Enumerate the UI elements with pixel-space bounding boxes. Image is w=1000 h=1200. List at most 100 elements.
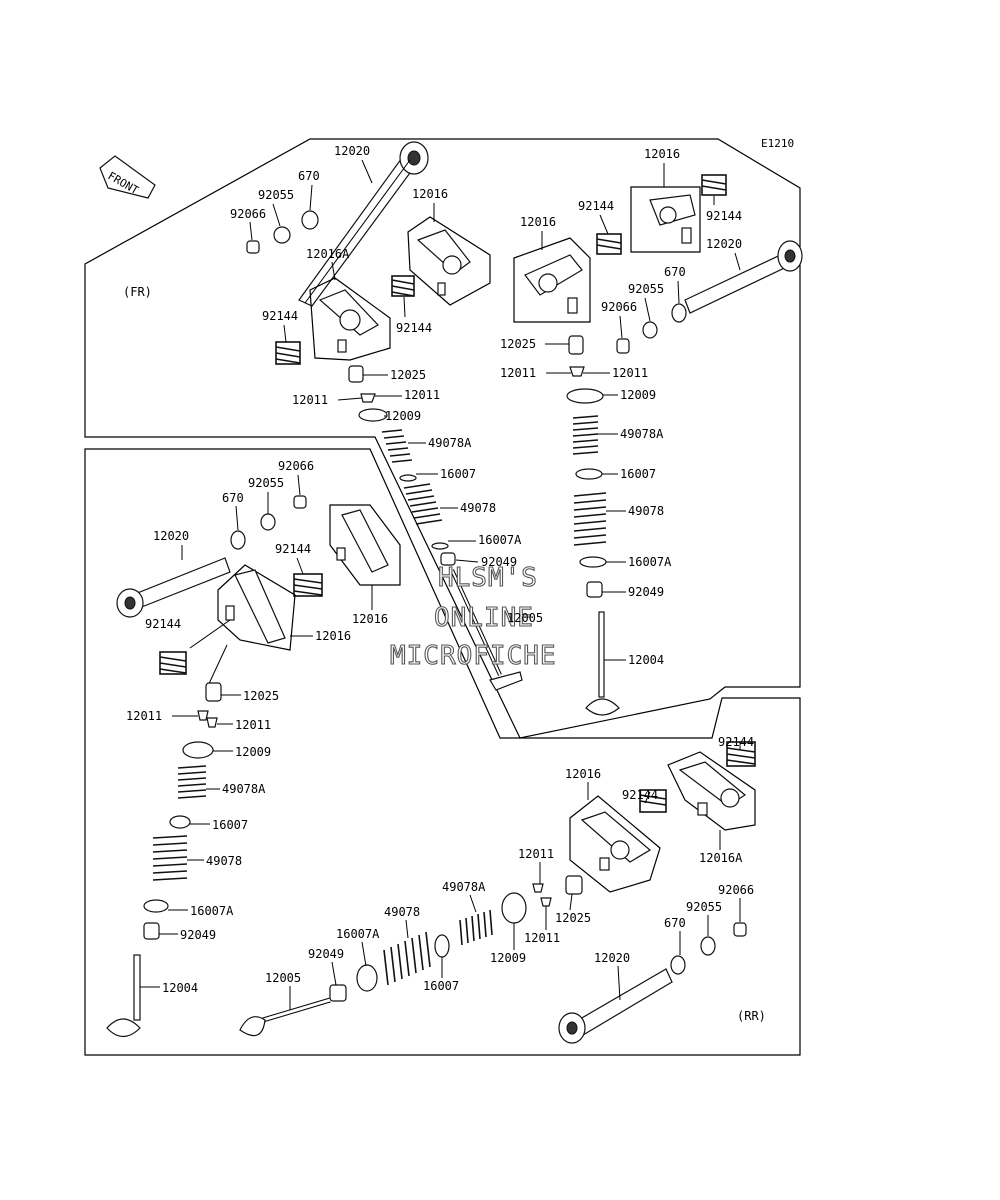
spring xyxy=(159,651,187,675)
part-label: 12004 xyxy=(162,981,198,995)
part-label: 12011 xyxy=(292,393,328,407)
leader-line xyxy=(189,619,231,649)
valve-spring-outer xyxy=(152,835,188,881)
washer xyxy=(579,556,607,568)
valve xyxy=(585,611,620,716)
o-ring xyxy=(700,936,716,956)
part-label: 92144 xyxy=(275,542,311,556)
part-label: 92055 xyxy=(248,476,284,490)
leader-lines xyxy=(140,159,741,1010)
part-label: 16007A xyxy=(628,555,672,569)
part-label: 12020 xyxy=(594,951,630,965)
collet xyxy=(360,393,376,403)
svg-text:HLSM'S: HLSM'S xyxy=(438,563,538,593)
part-label: 12009 xyxy=(385,409,421,423)
part-label: 12016A xyxy=(306,247,350,261)
valve xyxy=(239,997,331,1037)
valve-spring-outer xyxy=(383,931,431,986)
part-label: 16007 xyxy=(423,979,459,993)
rocker-arm xyxy=(416,229,471,296)
part-label: 92144 xyxy=(145,617,181,631)
part-label: 92066 xyxy=(718,883,754,897)
part-label: 12011 xyxy=(518,847,554,861)
part-label: 16007A xyxy=(336,927,380,941)
washer xyxy=(169,815,191,829)
part-label: 12016 xyxy=(565,767,601,781)
part-labels-rr: 92066 670 92055 12020 92144 12016 92144 … xyxy=(126,459,754,995)
o-ring xyxy=(642,321,658,339)
part-label: 49078 xyxy=(206,854,242,868)
washer xyxy=(434,934,450,958)
valve-spring-inner xyxy=(572,415,599,455)
o-ring xyxy=(301,210,319,230)
cap xyxy=(246,240,260,254)
spring xyxy=(275,341,301,365)
collet xyxy=(540,897,552,907)
part-label: 12016 xyxy=(315,629,351,643)
part-label: 12009 xyxy=(490,951,526,965)
rocker-shaft xyxy=(684,240,803,314)
rocker-shaft xyxy=(116,557,231,618)
part-label: 92144 xyxy=(718,735,754,749)
part-label: 92066 xyxy=(230,207,266,221)
part-label: 12011 xyxy=(404,388,440,402)
collet xyxy=(197,710,209,721)
rocker-arm-box xyxy=(513,237,591,323)
rocker-shaft xyxy=(558,968,673,1044)
o-ring xyxy=(273,226,291,244)
part-label: 12025 xyxy=(500,337,536,351)
part-label: 670 xyxy=(664,916,686,930)
rocker-arm xyxy=(580,811,652,871)
part-label: 12009 xyxy=(235,745,271,759)
part-label: 92144 xyxy=(622,788,658,802)
part-label: 12020 xyxy=(153,529,189,543)
part-label: 92066 xyxy=(278,459,314,473)
spring xyxy=(293,573,323,597)
part-label: 49078 xyxy=(384,905,420,919)
part-label: 49078A xyxy=(222,782,266,796)
spring xyxy=(391,275,415,297)
part-label: 16007 xyxy=(620,467,656,481)
part-label: 12005 xyxy=(507,611,543,625)
part-label: 12016 xyxy=(412,187,448,201)
spring xyxy=(701,174,727,196)
part-label: 92049 xyxy=(308,947,344,961)
collet xyxy=(206,717,218,728)
spring xyxy=(726,741,756,767)
part-label: 49078A xyxy=(620,427,664,441)
rocker-arm-box xyxy=(407,216,491,306)
part-label: 49078A xyxy=(428,436,472,450)
washer xyxy=(356,964,378,992)
part-label: 670 xyxy=(664,265,686,279)
part-label: 12025 xyxy=(390,368,426,382)
part-label: 92144 xyxy=(706,209,742,223)
washer xyxy=(399,474,417,482)
part-label: 92049 xyxy=(481,555,517,569)
valve xyxy=(450,569,523,691)
part-label: 92049 xyxy=(628,585,664,599)
o-ring xyxy=(230,530,246,550)
svg-text:ONLINE: ONLINE xyxy=(434,603,534,633)
valve-spring-inner xyxy=(177,765,207,799)
adjuster xyxy=(568,335,584,355)
watermark: HLSM'S ONLINE MICROFICHE xyxy=(389,562,556,671)
part-label: 16007 xyxy=(440,467,476,481)
rocker-shaft xyxy=(298,141,429,307)
rocker-arm xyxy=(318,289,379,353)
part-label: 12011 xyxy=(126,709,162,723)
part-label: 670 xyxy=(298,169,320,183)
valve-spring-inner xyxy=(381,429,413,463)
rocker-arm xyxy=(524,254,583,314)
adjuster xyxy=(348,365,364,383)
spring-retainer xyxy=(566,388,604,404)
part-label: 12009 xyxy=(620,388,656,402)
spring-retainer xyxy=(182,741,214,759)
cap xyxy=(293,495,307,509)
part-label: 12011 xyxy=(235,718,271,732)
part-label: 12025 xyxy=(555,911,591,925)
part-label: 16007A xyxy=(190,904,234,918)
part-label: 12016A xyxy=(699,851,743,865)
washer xyxy=(431,542,449,550)
rocker-arm-box xyxy=(329,504,401,586)
part-label: 12020 xyxy=(334,144,370,158)
